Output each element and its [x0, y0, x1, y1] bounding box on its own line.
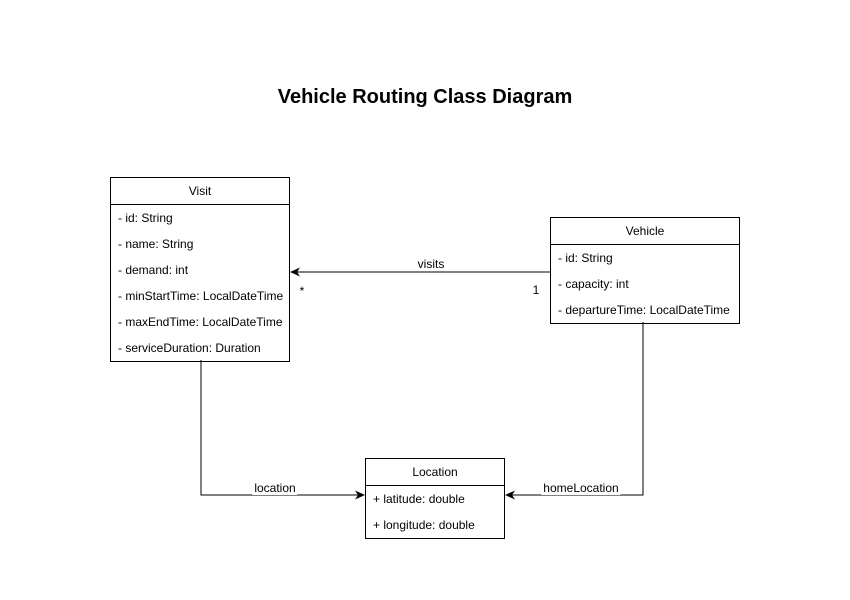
- class-vehicle[interactable]: Vehicle - id: String - capacity: int - d…: [550, 217, 740, 324]
- class-visit-attribute: - demand: int: [118, 263, 189, 277]
- class-vehicle-attribute: - id: String: [558, 251, 613, 265]
- class-visit-attribute: - id: String: [118, 211, 173, 225]
- class-visit-attribute: - serviceDuration: Duration: [118, 341, 261, 355]
- class-visit-attribute: - name: String: [118, 237, 194, 251]
- location-arrowhead-icon: [355, 490, 365, 500]
- location-edge-label[interactable]: location: [252, 481, 298, 495]
- diagram-title: Vehicle Routing Class Diagram: [277, 86, 573, 108]
- class-location-attribute: + longitude: double: [373, 518, 475, 532]
- visits-target-multiplicity: *: [299, 284, 305, 298]
- visits-source-multiplicity: 1: [532, 283, 540, 297]
- class-visit-attribute: - maxEndTime: LocalDateTime: [118, 315, 283, 329]
- class-vehicle-name: Vehicle: [551, 218, 739, 245]
- class-location-attribute: + latitude: double: [373, 492, 465, 506]
- class-visit[interactable]: Visit - id: String - name: String - dema…: [110, 177, 290, 362]
- visits-arrowhead-icon: [290, 267, 300, 277]
- homelocation-connector[interactable]: [508, 322, 644, 496]
- class-location-name: Location: [366, 459, 504, 486]
- class-vehicle-attribute: - capacity: int: [558, 277, 629, 291]
- homelocation-edge-label[interactable]: homeLocation: [541, 481, 621, 495]
- class-vehicle-attribute: - departureTime: LocalDateTime: [558, 303, 730, 317]
- homelocation-arrowhead-icon: [505, 490, 515, 500]
- class-visit-attribute: - minStartTime: LocalDateTime: [118, 289, 284, 303]
- location-connector[interactable]: [200, 360, 362, 496]
- class-location[interactable]: Location + latitude: double + longitude:…: [365, 458, 505, 539]
- visits-edge-label[interactable]: visits: [415, 257, 447, 271]
- class-visit-name: Visit: [111, 178, 289, 205]
